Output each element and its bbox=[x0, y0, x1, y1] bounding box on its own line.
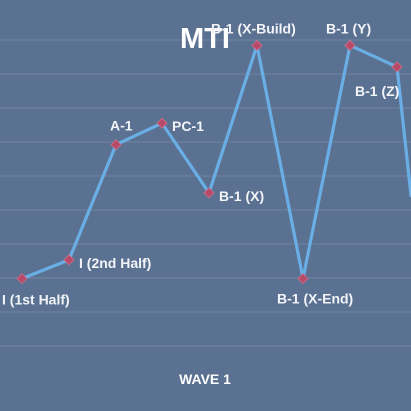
data-point-marker bbox=[110, 139, 122, 151]
data-point-marker bbox=[344, 39, 356, 52]
data-point-marker bbox=[297, 273, 309, 285]
grid-lines bbox=[0, 39, 411, 347]
data-point-label: B-1 (X-Build) bbox=[211, 20, 296, 36]
x-axis-label: WAVE 1 bbox=[179, 371, 231, 387]
data-point-marker bbox=[156, 117, 168, 129]
data-point-label: B-1 (Y) bbox=[326, 20, 371, 36]
point-labels: I (1st Half) I (2nd Half) A-1 PC-1B-1 (X) B-… bbox=[2, 20, 399, 307]
data-point-label: B-1 (X-End) bbox=[277, 291, 353, 307]
data-point-marker bbox=[16, 273, 28, 285]
data-point-marker bbox=[203, 187, 215, 199]
data-point-marker bbox=[251, 39, 263, 52]
series-line bbox=[20, 43, 411, 281]
data-point-label: B-1 (Z) bbox=[355, 83, 399, 99]
data-point-label: B-1 (X) bbox=[219, 188, 264, 204]
data-point-marker bbox=[391, 61, 403, 73]
series-mti bbox=[16, 39, 411, 285]
data-point-label: I (1st Half) bbox=[2, 292, 70, 308]
data-point-marker bbox=[63, 254, 75, 266]
data-point-label: I (2nd Half) bbox=[79, 255, 151, 271]
chart-title: MTI bbox=[180, 23, 230, 55]
data-point-label: A-1 bbox=[110, 118, 133, 134]
data-point-label: PC-1 bbox=[172, 118, 204, 134]
